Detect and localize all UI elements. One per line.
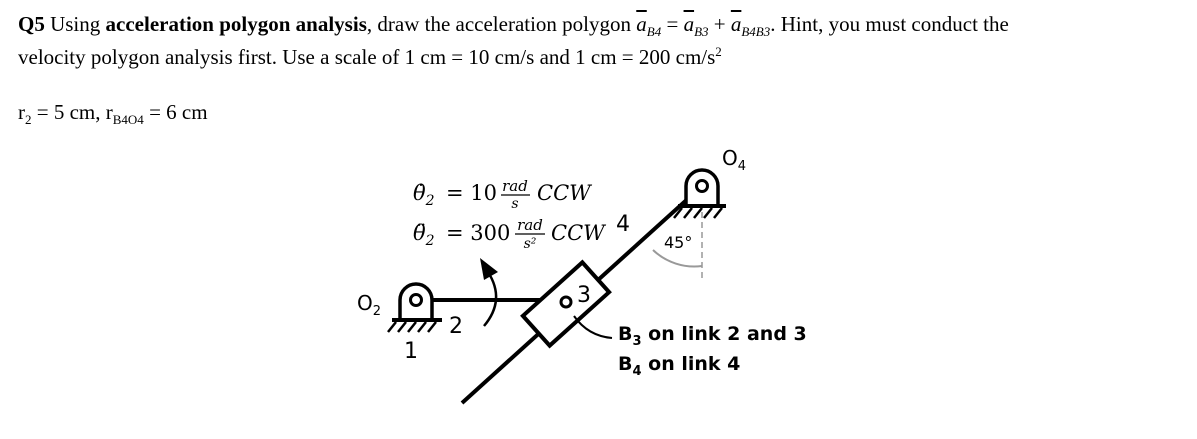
eq-plus: + — [708, 12, 731, 36]
eq-a-b3: a — [683, 12, 695, 36]
eq-equals: = — [661, 12, 684, 36]
link-4-label: 4 — [616, 212, 630, 237]
question-text-b: , draw the acceleration polygon — [366, 12, 637, 36]
given-r4-sub: B4O4 — [112, 112, 144, 128]
alpha-direction: CCW — [551, 221, 607, 245]
eq-sub-b4b3: B4B3 — [741, 24, 771, 40]
alpha-unit-den: s² — [524, 236, 537, 252]
alpha-unit-num: rad — [517, 216, 543, 234]
eq-a-b4: a — [636, 12, 647, 36]
omega-symbol: θ̇2 — [413, 181, 435, 209]
note-b3: B3 on link 2 and 3 — [618, 323, 807, 349]
rotation-arrowhead — [480, 258, 498, 280]
note-pointer — [573, 315, 613, 339]
eq-a-b4b3: a — [730, 12, 742, 36]
note-b4: B4 on link 4 — [618, 353, 740, 379]
omega-unit-num: rad — [502, 177, 528, 195]
given-r2-r: r — [18, 100, 25, 124]
angle-label: 45° — [664, 233, 692, 252]
alpha-symbol: θ̈2 — [413, 221, 435, 249]
o2-label: O2 — [357, 291, 381, 319]
eq-sub-b4: B4 — [646, 24, 662, 40]
question-line2-text: velocity polygon analysis first. Use a s… — [18, 45, 716, 69]
pin-b — [559, 295, 573, 309]
omega-value: = 10 — [446, 181, 497, 205]
angle-arc — [652, 249, 703, 268]
question-line2-sup: 2 — [715, 44, 722, 59]
question-text-a: Using — [44, 12, 106, 36]
rotation-arc — [483, 271, 498, 327]
omega-unit-den: s — [511, 196, 518, 212]
ground-pivot-o4 — [673, 168, 726, 219]
given-r2-sub: 2 — [25, 112, 32, 128]
question-line-2: velocity polygon analysis first. Use a s… — [18, 44, 722, 70]
alpha-value: = 300 — [446, 221, 510, 245]
question-number: Q5 — [18, 12, 45, 36]
question-emphasis: acceleration polygon analysis — [105, 12, 367, 36]
eq-sub-b3: B3 — [694, 24, 709, 40]
omega-direction: CCW — [537, 181, 593, 205]
link-3-label: 3 — [577, 283, 591, 308]
given-r4-rest: = 6 cm — [143, 100, 208, 124]
o4-label: O4 — [722, 146, 746, 174]
question-line-1: Q5 Using acceleration polygon analysis, … — [18, 12, 1009, 40]
given-r2-rest: = 5 cm, r — [31, 100, 113, 124]
link-1-label: 1 — [404, 339, 418, 364]
question-text-c: . Hint, you must conduct the — [770, 12, 1009, 36]
ground-pivot-o2 — [387, 282, 442, 333]
link-2-label: 2 — [449, 314, 463, 339]
given-lengths: r2 = 5 cm, rB4O4 = 6 cm — [18, 100, 208, 128]
